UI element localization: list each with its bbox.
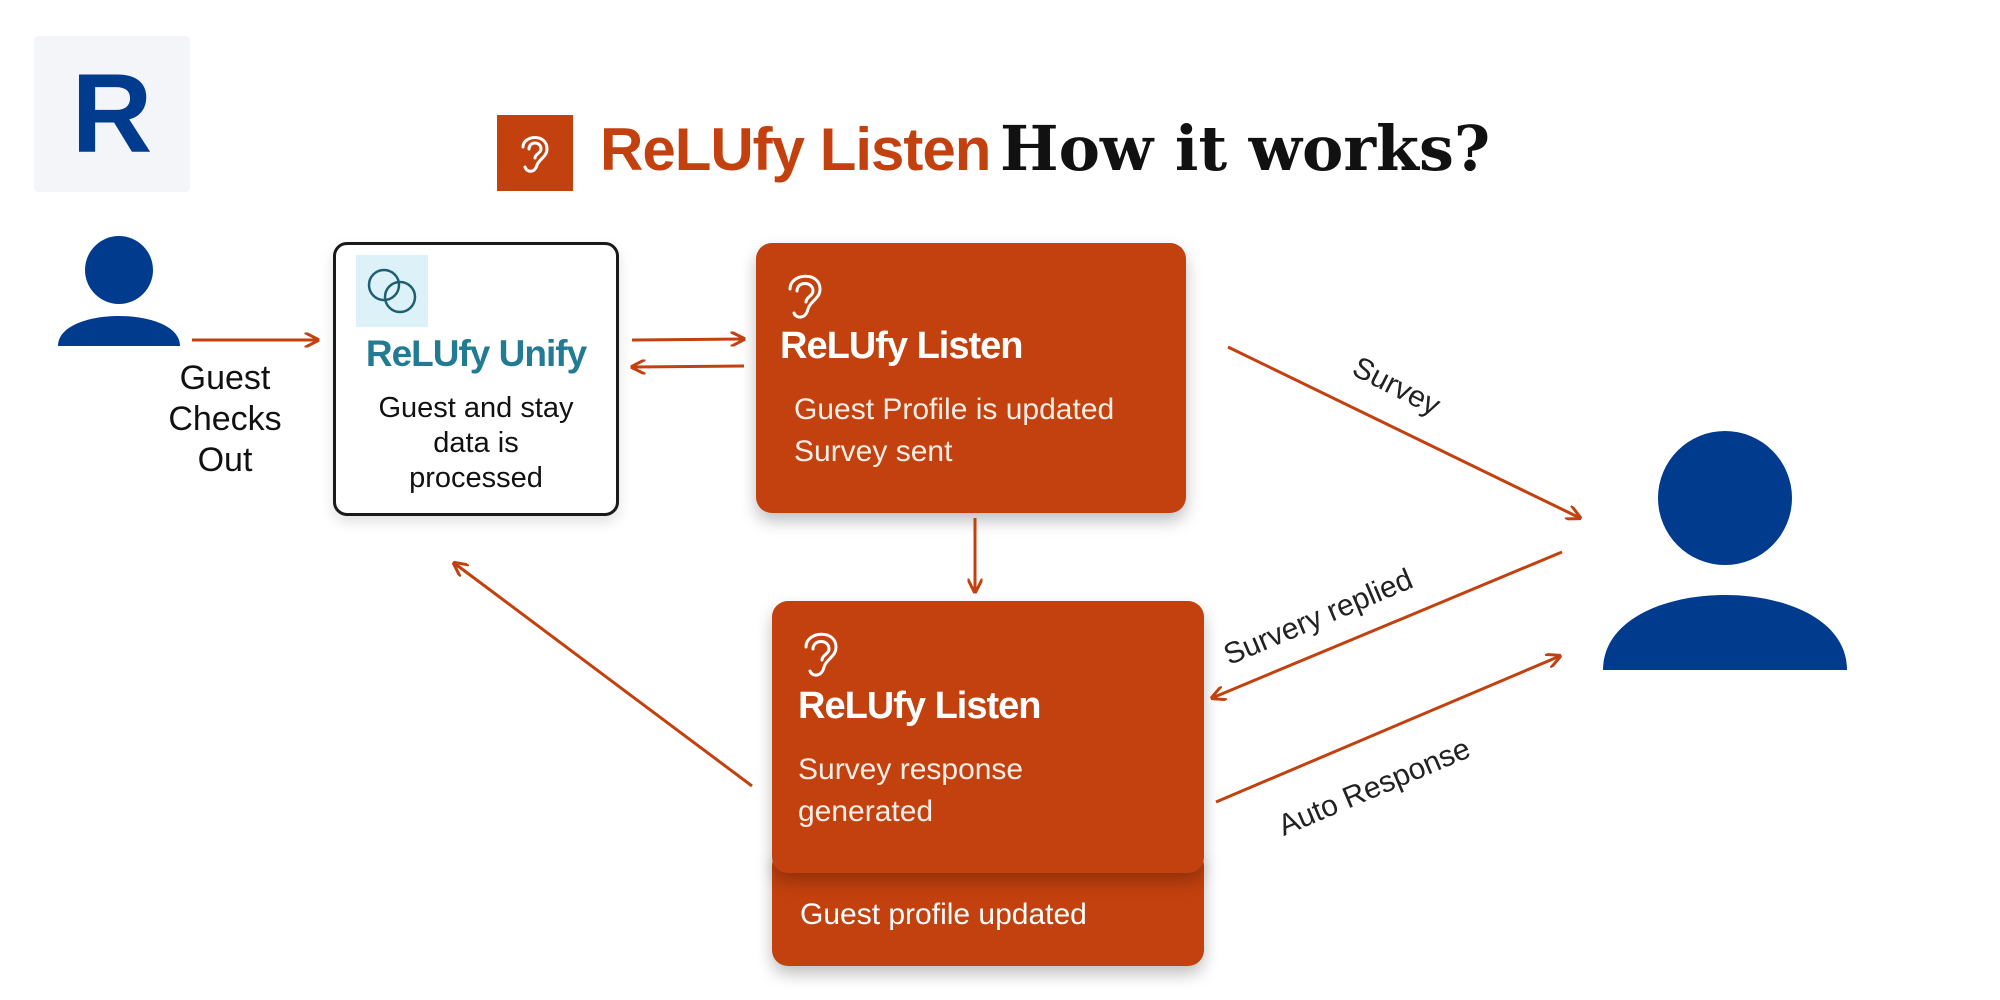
edge-label-auto-response: Auto Response: [1273, 732, 1475, 843]
unify-desc-line3: processed: [409, 462, 543, 494]
listen-top-description: Guest Profile is updated Survey sent: [794, 389, 1114, 473]
guest-label-line3: Out: [197, 441, 253, 479]
guest-person-icon: [58, 236, 180, 346]
listen-card-bottom: ReLUfy Listen Survey response generated: [772, 601, 1204, 873]
ear-icon: [521, 136, 549, 173]
header-brand: ReLUfy Listen: [600, 116, 991, 183]
listen-bottom-desc-line1: Survey response: [798, 753, 1024, 786]
arrow-unify-to-listen: [631, 339, 744, 340]
arrow-survey-replied: [1212, 550, 1563, 698]
header-ear-icon: [497, 115, 573, 191]
arrow-survey: [1227, 345, 1580, 518]
guest-label-line1: Guest: [179, 359, 271, 397]
logo-letter: R: [71, 51, 153, 176]
customer-person-icon: [1603, 431, 1847, 670]
listen-card-top: ReLUfy Listen Guest Profile is updated S…: [756, 243, 1186, 513]
listen-top-desc-line2: Survey sent: [794, 435, 953, 468]
page-title: How it works?: [1000, 112, 1491, 185]
unify-desc-line2: data is: [433, 427, 519, 459]
listen-top-title: ReLUfy Listen: [780, 325, 1023, 367]
ear-icon: [788, 274, 822, 319]
edge-label-survey-replied: Survery replied: [1219, 563, 1418, 672]
arrow-response-to-unify: [454, 563, 753, 788]
unify-title: ReLUfy Unify: [365, 333, 587, 374]
listen-bottom-title: ReLUfy Listen: [798, 685, 1041, 727]
guest-checks-out-label: Guest Checks Out: [140, 358, 310, 481]
listen-bottom-description: Survey response generated: [798, 749, 1023, 833]
profile-updated-text: Guest profile updated: [800, 898, 1087, 931]
listen-bottom-desc-line2: generated: [798, 795, 934, 828]
unify-desc-line1: Guest and stay: [378, 392, 574, 424]
unify-description: Guest and stay data is processed: [336, 391, 616, 496]
arrow-auto-response: [1215, 656, 1560, 804]
unify-icon-bg: [356, 255, 428, 327]
ear-icon: [804, 632, 838, 677]
logo: R: [34, 36, 190, 192]
arrow-listen-to-unify: [632, 366, 745, 367]
guest-label-line2: Checks: [168, 400, 282, 438]
relufy-unify-box: ReLUfy Unify Guest and stay data is proc…: [333, 242, 619, 516]
overlapping-circles-icon: [367, 268, 417, 314]
listen-top-desc-line1: Guest Profile is updated: [794, 393, 1115, 426]
